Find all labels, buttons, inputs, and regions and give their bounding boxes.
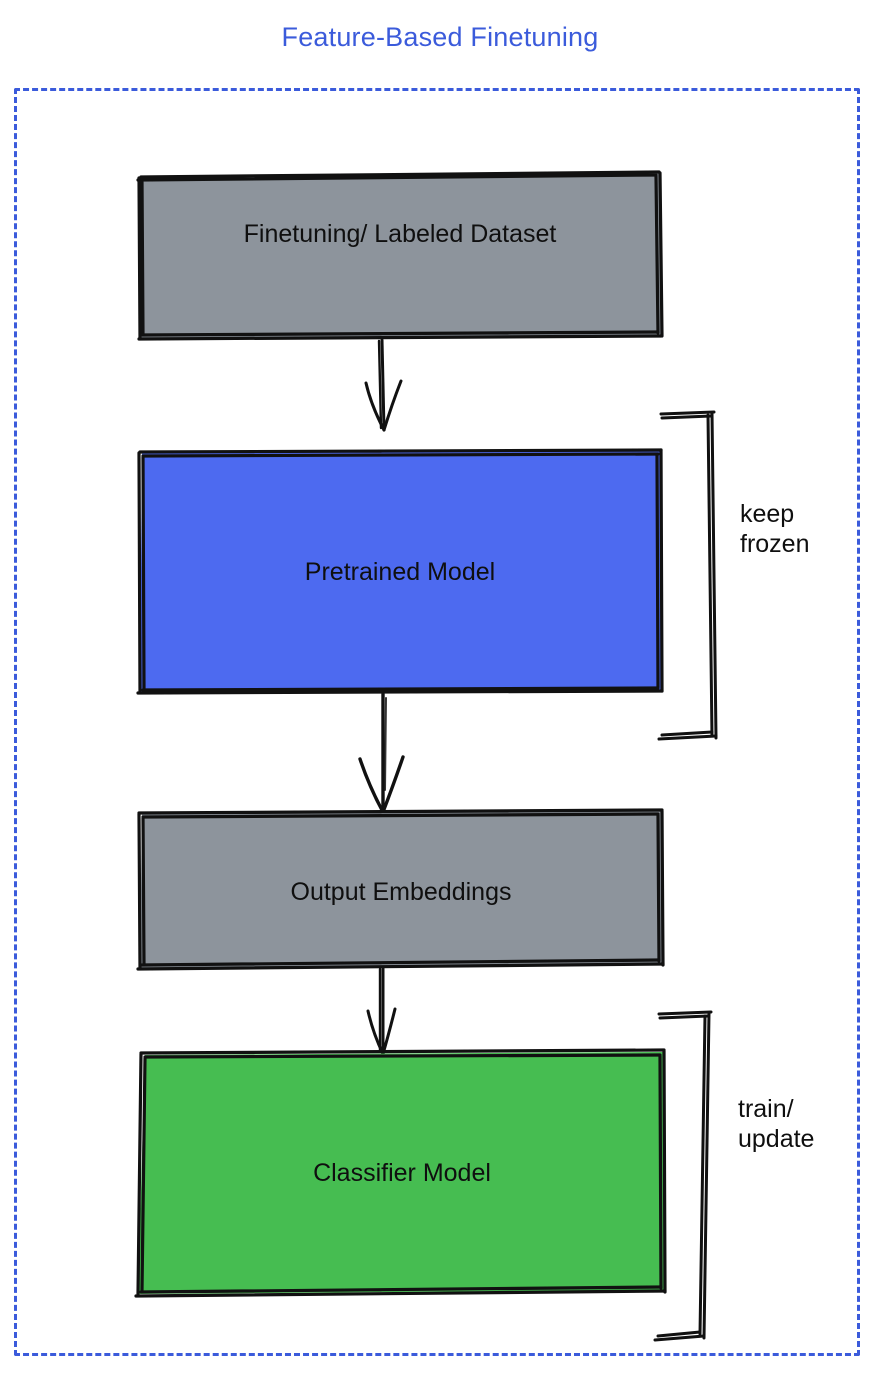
node-label-dataset: Finetuning/ Labeled Dataset [243,220,557,248]
annotation-keep-frozen-line2: frozen [740,529,810,558]
annotation-train-update: train/ update [738,1095,814,1154]
page-title: Feature-Based Finetuning [281,22,599,52]
node-label-classifier-model: Classifier Model [313,1159,491,1187]
annotation-train-update-line2: update [738,1124,815,1153]
node-label-pretrained-model: Pretrained Model [304,558,496,586]
annotation-keep-frozen: keep frozen [740,500,809,559]
annotation-train-update-line1: train/ [738,1095,794,1123]
node-label-output-embeddings: Output Embeddings [290,878,512,906]
annotation-keep-frozen-line1: keep [740,500,795,528]
diagram-frame [14,88,860,1356]
